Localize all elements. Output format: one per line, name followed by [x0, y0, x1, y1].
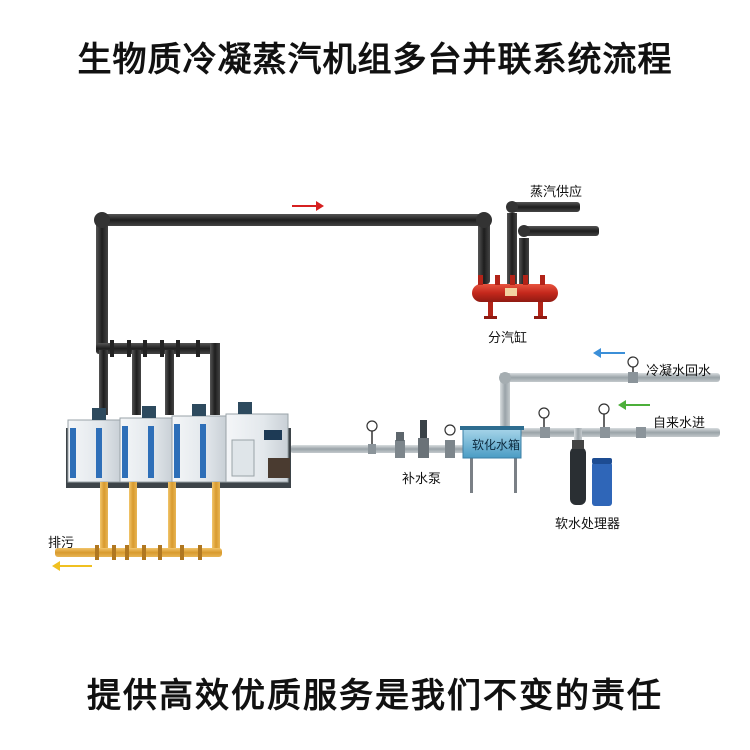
tap-water-arrow	[618, 400, 650, 410]
tap-water-label: 自来水进	[653, 416, 706, 431]
page-title: 生物质冷凝蒸汽机组多台并联系统流程	[77, 40, 673, 80]
steam-supply-label: 蒸汽供应	[530, 185, 583, 200]
makeup-pump-label: 补水泵	[402, 472, 442, 487]
blowdown-pipe-network	[55, 482, 222, 560]
water-valves	[366, 356, 646, 458]
soft-water-tank-label: 软化水箱	[472, 438, 521, 452]
soft-water-tank	[460, 426, 524, 459]
softener-label: 软水处理器	[555, 517, 621, 532]
blowdown-arrow	[52, 561, 92, 571]
steam-manifold	[472, 275, 558, 319]
footer-slogan: 提供高效优质服务是我们不变的责任	[87, 676, 663, 716]
water-pipe-network	[290, 372, 720, 493]
steam-pipe-network	[94, 201, 599, 415]
boiler-bank	[66, 402, 291, 488]
condensate-return-arrow	[593, 348, 625, 358]
water-softener	[570, 440, 612, 506]
blowdown-label: 排污	[48, 536, 75, 551]
manifold-label: 分汽缸	[488, 331, 528, 346]
steam-flow-arrow	[292, 201, 324, 211]
condensate-return-label: 冷凝水回水	[646, 364, 712, 379]
